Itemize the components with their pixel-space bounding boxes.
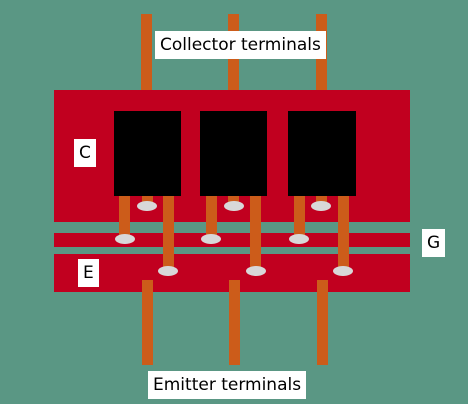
emitter-contact-pad <box>333 266 353 276</box>
transistor-chip-1 <box>114 111 181 276</box>
emitter-bus-label: E <box>78 259 99 287</box>
chip-body <box>288 111 356 196</box>
collector-terminals-label: Collector terminals <box>155 31 326 59</box>
emitter-terminals-label: Emitter terminals <box>148 371 307 399</box>
gate-contact-pad <box>115 234 135 244</box>
emitter-contact-pad <box>246 266 266 276</box>
collector-leg <box>228 196 239 205</box>
collector-bus-label: C <box>74 139 96 167</box>
gate-leg <box>294 190 305 238</box>
emitter-contact-pad <box>158 266 178 276</box>
emitter-terminal <box>317 280 328 365</box>
emitter-terminal <box>142 280 153 365</box>
transistor-chip-2 <box>200 111 267 276</box>
collector-leg <box>316 196 327 205</box>
gate-contact-pad <box>201 234 221 244</box>
emitter-leg <box>338 190 349 270</box>
chip-body <box>200 111 267 196</box>
gate-contact-pad <box>289 234 309 244</box>
collector-terminal <box>141 14 152 100</box>
collector-contact-pad <box>224 201 244 211</box>
emitter-terminal <box>229 280 240 365</box>
gate-bus-bar <box>54 233 410 247</box>
collector-leg <box>142 196 153 205</box>
collector-contact-pad <box>311 201 331 211</box>
emitter-terminals <box>142 280 328 365</box>
gate-label: G <box>422 229 446 257</box>
transistor-chip-3 <box>288 111 356 276</box>
chip-body <box>114 111 181 196</box>
emitter-leg <box>250 190 261 270</box>
gate-leg <box>119 190 130 238</box>
emitter-leg <box>163 190 174 270</box>
collector-contact-pad <box>137 201 157 211</box>
gate-leg <box>206 190 217 238</box>
